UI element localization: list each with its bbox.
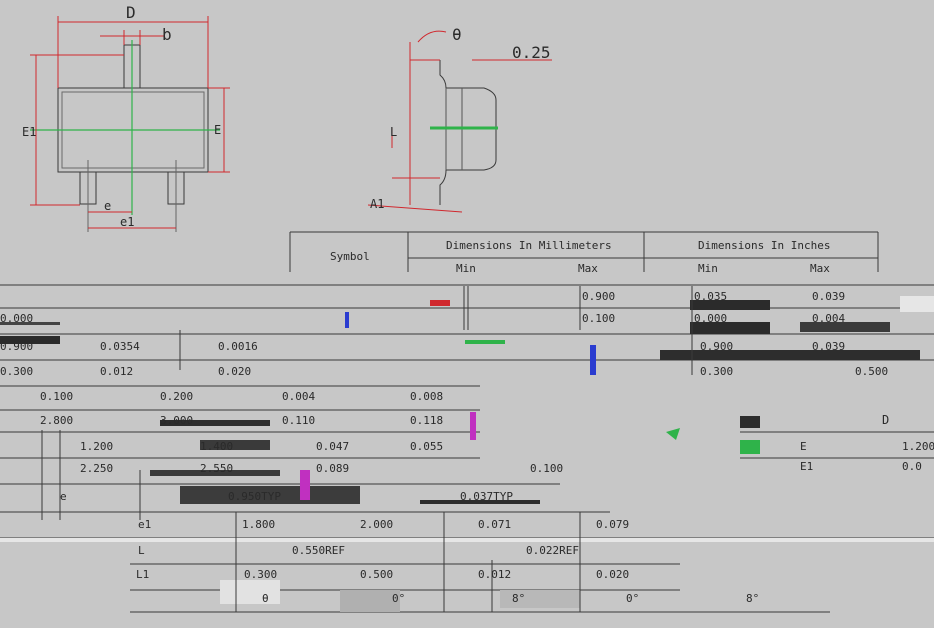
cell-r4-mm-max: 0.020 [218,365,251,378]
cell-r7-c3: 0.047 [316,440,349,453]
cell-r6-symbol: D [882,413,889,427]
cell-r3-left: 0.900 [0,340,33,353]
cell-r5-c2: 0.200 [160,390,193,403]
cell-r9-in: 0.037TYP [460,490,513,503]
header-min-in: Min [698,262,718,275]
label-e: e [104,199,111,213]
cell-r7-c4: 0.055 [410,440,443,453]
header-max-in: Max [810,262,830,275]
label-E1: E1 [22,125,36,139]
cell-r11-in: 0.022REF [526,544,579,557]
cell-r5-c4: 0.008 [410,390,443,403]
cell-r11-mm: 0.550REF [292,544,345,557]
header-max-mm: Max [578,262,598,275]
cell-r12-symbol: L1 [136,568,149,581]
cell-r8-c4: 0.100 [530,462,563,475]
glitch-vertical-stripes [41,286,693,612]
header-symbol: Symbol [330,250,370,263]
front-view-centerlines [30,40,220,215]
label-A1: A1 [370,197,384,211]
side-view-labels: θ 0.25 L A1 [370,25,551,211]
cell-r6-c3: 0.110 [282,414,315,427]
cell-r5-c3: 0.004 [282,390,315,403]
side-view-dimensions [367,30,552,213]
side-view [439,60,497,205]
cell-r13-mm-max: 8° [512,592,525,605]
table-values: 0.900 0.035 0.039 0.000 0.100 0.000 0.00… [0,290,934,605]
cell-r13-in-max: 8° [746,592,759,605]
cell-r2-mm-max: 0.100 [582,312,615,325]
header-mm: Dimensions In Millimeters [446,239,612,252]
cell-r2-in-max: 0.004 [812,312,845,325]
cell-r8-c2: 2.550 [200,462,233,475]
cell-r8-c3: 0.089 [316,462,349,475]
label-b: b [162,25,172,44]
cell-r13-in-min: 0° [626,592,639,605]
cell-r1-in-max: 0.039 [812,290,845,303]
cell-r10-mm-min: 1.800 [242,518,275,531]
cell-r6-c1: 2.800 [40,414,73,427]
cell-r10-symbol: e1 [138,518,151,531]
front-view-dimensions [30,16,230,229]
cell-r7-value: 1.200 [902,440,934,453]
cell-r4-left: 0.300 [0,365,33,378]
cell-r1-in-min: 0.035 [694,290,727,303]
cell-r8-symbol: E1 [800,460,813,473]
cell-r12-in-max: 0.020 [596,568,629,581]
cell-r10-in-min: 0.071 [478,518,511,531]
glitch-streaks [0,296,934,612]
side-profile-outline [439,60,497,205]
cell-r4-in-min: 0.300 [700,365,733,378]
cell-r4-in-max: 0.500 [855,365,888,378]
cell-r1-mm-min: 0.900 [582,290,615,303]
cell-r9-symbol: e [60,490,67,503]
cell-r12-mm-min: 0.300 [244,568,277,581]
cell-r3-mm-min: 0.0354 [100,340,140,353]
cell-r9-mm: 0.950TYP [228,490,281,503]
cell-r13-symbol: θ [262,592,269,605]
cell-r3-in-max: 0.039 [812,340,845,353]
cell-r10-in-max: 0.079 [596,518,629,531]
label-D: D [126,3,136,22]
cell-r6-c4: 0.118 [410,414,443,427]
cell-r12-mm-max: 0.500 [360,568,393,581]
cell-r5-c1: 0.100 [40,390,73,403]
cell-r10-mm-max: 2.000 [360,518,393,531]
cell-r3-mm-max: 0.0016 [218,340,258,353]
label-E: E [214,123,221,137]
front-view-labels: D b E1 E e e1 [22,3,221,229]
cell-r6-c2: 3.000 [160,414,193,427]
cell-r2-left: 0.000 [0,312,33,325]
label-theta: θ [452,25,462,44]
front-view [57,44,209,232]
label-L: L [390,125,397,139]
cell-r2-in-min: 0.000 [694,312,727,325]
cell-r12-in-min: 0.012 [478,568,511,581]
label-e1: e1 [120,215,134,229]
cell-r13-mm-min: 0° [392,592,405,605]
cell-r7-c2: 1.400 [200,440,233,453]
cell-r8-c1: 2.250 [80,462,113,475]
table-header [289,231,879,272]
table-row-lines [0,284,934,613]
cell-r3-in-min: 0.900 [700,340,733,353]
header-min-mm: Min [456,262,476,275]
cell-r7-symbol: E [800,440,807,453]
cell-r7-c1: 1.200 [80,440,113,453]
cell-r4-mm-min: 0.012 [100,365,133,378]
header-in: Dimensions In Inches [698,239,830,252]
cell-r8-value: 0.0 [902,460,922,473]
label-gauge-025: 0.25 [512,43,551,62]
cell-r11-symbol: L [138,544,145,557]
